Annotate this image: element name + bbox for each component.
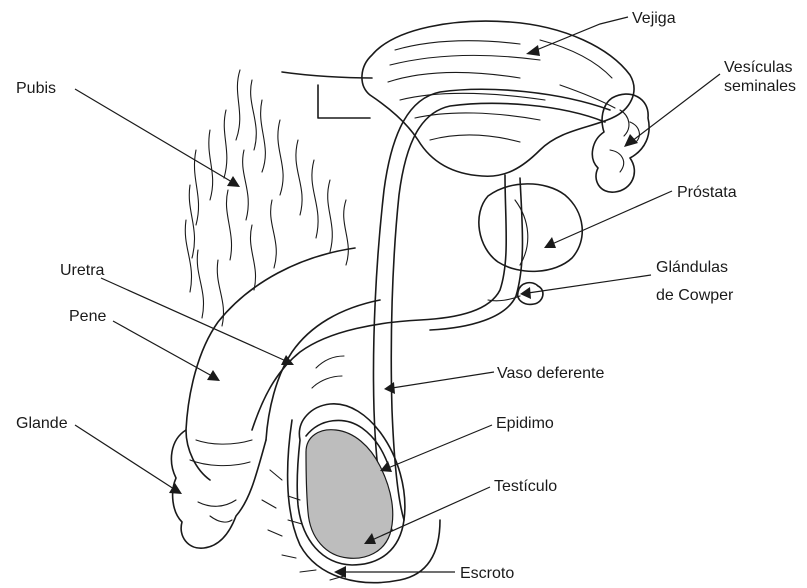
prostate-shape	[479, 184, 582, 271]
arrowhead-vesiculas	[624, 134, 638, 147]
bladder-shape	[362, 21, 634, 176]
pubic-bone-shape	[282, 72, 372, 118]
arrowhead-pubis	[227, 176, 240, 187]
label-glande: Glande	[16, 415, 68, 432]
arrowhead-cowper	[520, 287, 531, 299]
arrowhead-glande	[169, 483, 182, 494]
label-testiculo: Testículo	[494, 478, 557, 495]
label-pene: Pene	[69, 308, 106, 325]
label-escroto: Escroto	[460, 565, 514, 582]
leader-pubis	[75, 89, 232, 182]
cowper-glands-shape	[488, 283, 543, 305]
label-uretra: Uretra	[60, 262, 105, 279]
arrowhead-pene	[207, 370, 220, 381]
label-pubis: Pubis	[16, 80, 56, 97]
label-glandulas-line1: Glándulas	[656, 259, 728, 276]
label-vesiculas-line1: Vesículas	[724, 59, 792, 76]
label-vesiculas-line2: seminales	[724, 78, 796, 95]
anatomy-drawing	[171, 21, 649, 582]
leader-vejiga	[534, 17, 628, 51]
label-glandulas-line2: de Cowper	[656, 287, 734, 304]
labels: Vejiga Vesículas seminales Pubis Próstat…	[16, 10, 796, 582]
label-vaso-deferente: Vaso deferente	[497, 365, 604, 382]
leader-vaso	[392, 372, 494, 388]
leader-vesiculas	[632, 74, 720, 141]
arrowhead-vaso	[384, 382, 395, 394]
arrowhead-vejiga	[526, 45, 540, 56]
seminal-vesicles-shape	[592, 94, 649, 192]
leader-lines	[75, 17, 720, 578]
glans-shape	[171, 430, 266, 548]
leader-cowper	[528, 275, 651, 293]
leader-glande	[75, 425, 174, 489]
leader-uretra	[101, 278, 286, 361]
leader-pene	[113, 321, 212, 376]
vas-deferens-shape	[373, 89, 610, 530]
label-epidimo: Epidimo	[496, 415, 554, 432]
leader-epidimo	[388, 425, 492, 468]
label-vejiga: Vejiga	[632, 10, 676, 27]
label-prostata: Próstata	[677, 184, 737, 201]
pubic-hair-shape	[185, 70, 348, 326]
urethra-shape	[252, 175, 506, 430]
